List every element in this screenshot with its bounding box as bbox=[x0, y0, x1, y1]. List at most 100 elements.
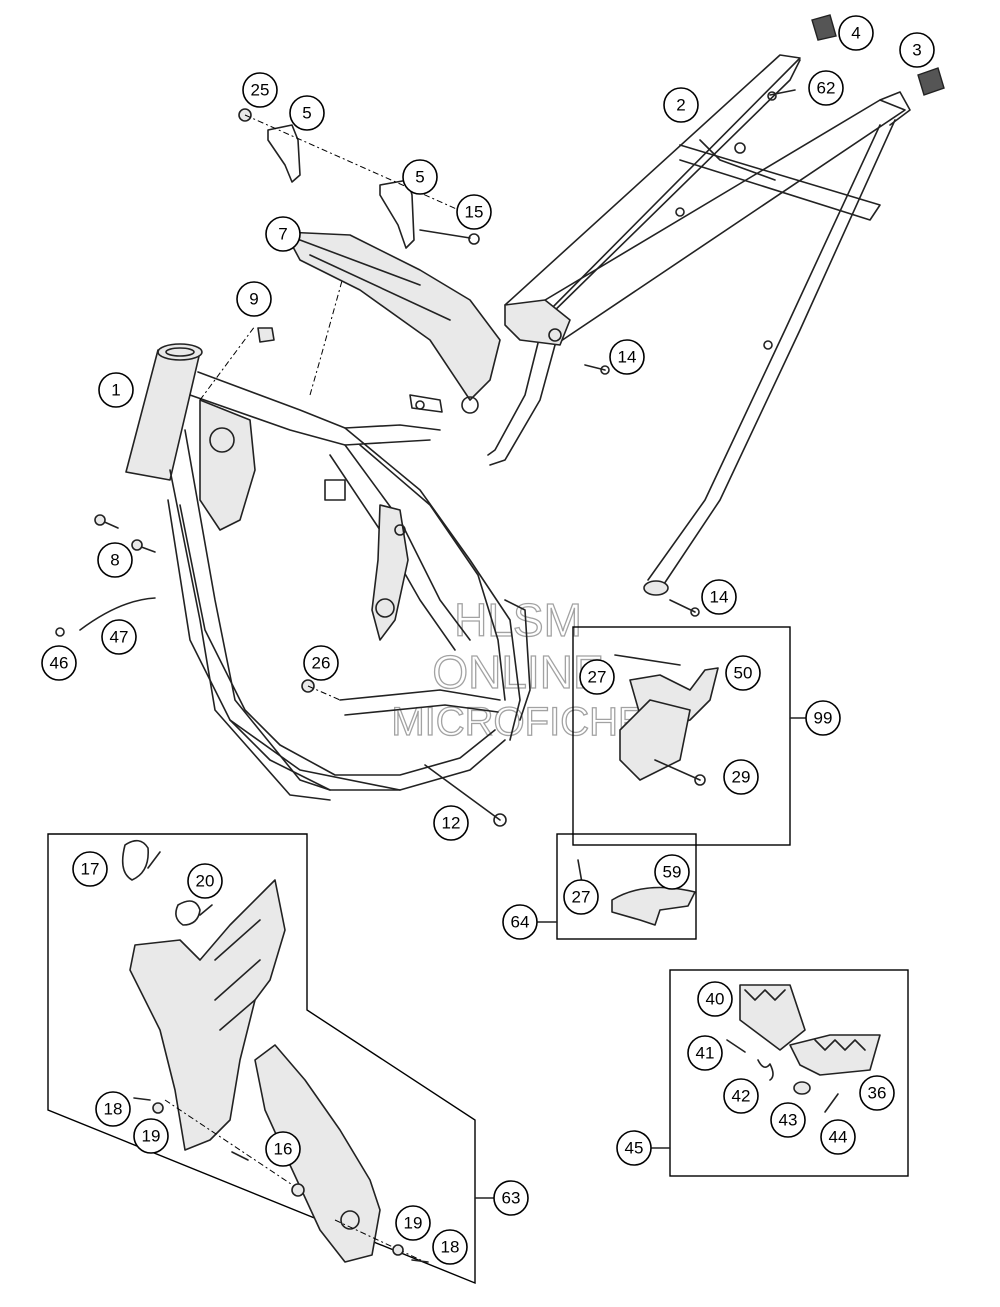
svg-text:18: 18 bbox=[441, 1238, 460, 1257]
bolt-12-illustration bbox=[424, 764, 501, 821]
svg-text:17: 17 bbox=[81, 860, 100, 879]
svg-text:19: 19 bbox=[142, 1127, 161, 1146]
svg-text:14: 14 bbox=[710, 588, 729, 607]
callout-36: 36 bbox=[859, 1075, 895, 1111]
airbox-cover-7-illustration bbox=[284, 231, 501, 401]
callout-64: 64 bbox=[502, 904, 538, 940]
svg-text:36: 36 bbox=[868, 1084, 887, 1103]
callout-41: 41 bbox=[687, 1035, 723, 1071]
svg-text:20: 20 bbox=[196, 872, 215, 891]
callout-99: 99 bbox=[805, 700, 841, 736]
svg-text:19: 19 bbox=[404, 1214, 423, 1233]
callout-14b: 14 bbox=[701, 579, 737, 615]
svg-text:3: 3 bbox=[912, 41, 921, 60]
callout-42: 42 bbox=[723, 1078, 759, 1114]
callout-50: 50 bbox=[725, 655, 761, 691]
svg-text:40: 40 bbox=[706, 990, 725, 1009]
callout-20: 20 bbox=[187, 863, 223, 899]
svg-text:15: 15 bbox=[465, 203, 484, 222]
callout-1: 1 bbox=[98, 372, 134, 408]
callout-46: 46 bbox=[41, 645, 77, 681]
bolt-27a-illustration bbox=[614, 654, 681, 666]
svg-text:26: 26 bbox=[312, 654, 331, 673]
callout-16: 16 bbox=[265, 1131, 301, 1167]
svg-text:64: 64 bbox=[511, 913, 530, 932]
svg-text:27: 27 bbox=[572, 888, 591, 907]
svg-text:7: 7 bbox=[278, 225, 287, 244]
callout-3: 3 bbox=[899, 32, 935, 68]
bolt-29-illustration bbox=[654, 759, 701, 781]
svg-text:46: 46 bbox=[50, 654, 69, 673]
svg-text:2: 2 bbox=[676, 96, 685, 115]
callout-15: 15 bbox=[456, 194, 492, 230]
callout-2: 2 bbox=[663, 87, 699, 123]
callout-9: 9 bbox=[236, 281, 272, 317]
bolt-18a-illustration bbox=[133, 1097, 151, 1101]
svg-text:16: 16 bbox=[274, 1140, 293, 1159]
svg-text:14: 14 bbox=[618, 348, 637, 367]
callout-63: 63 bbox=[493, 1180, 529, 1216]
washer-43-illustration bbox=[793, 1081, 811, 1095]
bracket-5a-illustration bbox=[267, 124, 301, 183]
callout-8: 8 bbox=[97, 542, 133, 578]
svg-text:29: 29 bbox=[732, 768, 751, 787]
svg-text:5: 5 bbox=[302, 104, 311, 123]
bolt-62-illustration bbox=[769, 89, 796, 96]
kit-63-box bbox=[47, 833, 476, 1285]
callout-19b: 19 bbox=[395, 1205, 431, 1241]
callout-43: 43 bbox=[770, 1102, 806, 1138]
callout-47: 47 bbox=[101, 619, 137, 655]
svg-text:5: 5 bbox=[415, 168, 424, 187]
svg-text:59: 59 bbox=[663, 863, 682, 882]
subframe-illustration bbox=[487, 54, 911, 596]
cotter-pin-44-illustration bbox=[824, 1093, 839, 1113]
main-frame-illustration bbox=[125, 269, 531, 801]
callout-14a: 14 bbox=[609, 339, 645, 375]
svg-text:42: 42 bbox=[732, 1087, 751, 1106]
washer-19a-illustration bbox=[152, 1102, 164, 1114]
callout-5a: 5 bbox=[289, 95, 325, 131]
svg-text:50: 50 bbox=[734, 664, 753, 683]
spacer-16-illustration bbox=[231, 1151, 249, 1161]
svg-text:47: 47 bbox=[110, 628, 129, 647]
callout-62: 62 bbox=[808, 70, 844, 106]
callout-26: 26 bbox=[303, 645, 339, 681]
washer-19b-illustration bbox=[392, 1244, 404, 1256]
svg-text:63: 63 bbox=[502, 1189, 521, 1208]
guide-29-illustration bbox=[619, 699, 691, 781]
hose-47-illustration bbox=[79, 597, 156, 631]
clip-46-illustration bbox=[55, 627, 65, 637]
svg-text:9: 9 bbox=[249, 290, 258, 309]
callout-29: 29 bbox=[723, 759, 759, 795]
callout-44: 44 bbox=[820, 1119, 856, 1155]
footpeg-36-illustration bbox=[789, 1034, 881, 1076]
svg-text:62: 62 bbox=[817, 79, 836, 98]
callout-25: 25 bbox=[242, 72, 278, 108]
spring-42-illustration bbox=[757, 1059, 774, 1081]
footpeg-40-illustration bbox=[739, 984, 806, 1051]
svg-text:27: 27 bbox=[588, 668, 607, 687]
callout-40: 40 bbox=[697, 981, 733, 1017]
watermark-line1: HLSM bbox=[454, 594, 582, 646]
callout-18b: 18 bbox=[432, 1229, 468, 1265]
kit-45-box bbox=[669, 969, 909, 1177]
callout-59: 59 bbox=[654, 854, 690, 890]
callout-45: 45 bbox=[616, 1130, 652, 1166]
svg-text:1: 1 bbox=[111, 381, 120, 400]
bolt-15-illustration bbox=[419, 229, 471, 239]
callout-5b: 5 bbox=[402, 159, 438, 195]
svg-text:18: 18 bbox=[104, 1100, 123, 1119]
plug-4-illustration bbox=[811, 14, 837, 41]
kit-64-box bbox=[556, 833, 697, 940]
svg-text:44: 44 bbox=[829, 1128, 848, 1147]
svg-text:41: 41 bbox=[696, 1044, 715, 1063]
kit-99-box bbox=[572, 626, 791, 846]
callout-18a: 18 bbox=[95, 1091, 131, 1127]
svg-text:4: 4 bbox=[851, 24, 860, 43]
svg-text:45: 45 bbox=[625, 1139, 644, 1158]
cable-tie-17-illustration bbox=[121, 839, 161, 881]
svg-text:8: 8 bbox=[110, 551, 119, 570]
bolt-18b-illustration bbox=[411, 1259, 429, 1263]
callout-4: 4 bbox=[838, 15, 874, 51]
